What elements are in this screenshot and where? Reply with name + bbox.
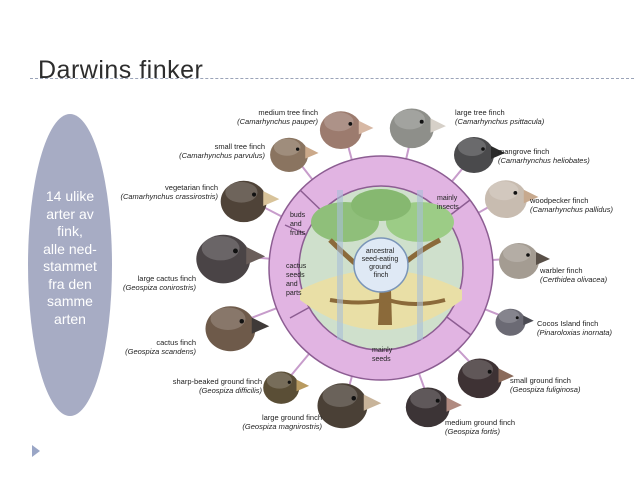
finch-latin-name: (Camarhynchus crassirostris) bbox=[120, 192, 218, 201]
finch-latin-name: (Geospiza magnirostris) bbox=[242, 422, 322, 431]
finch-head-icon bbox=[389, 108, 446, 149]
finch-common-name: cactus finch bbox=[156, 338, 196, 347]
finch-item: cactus finch(Geospiza scandens) bbox=[125, 306, 270, 356]
finch-common-name: large ground finch bbox=[262, 413, 322, 422]
side-caption-line: stammet bbox=[43, 258, 97, 274]
finch-latin-name: (Geospiza fortis) bbox=[445, 427, 501, 436]
finch-head-icon bbox=[454, 137, 505, 173]
finch-latin-name: (Geospiza scandens) bbox=[125, 347, 196, 356]
finch-head-icon bbox=[499, 243, 550, 279]
finch-latin-name: (Geospiza difficilis) bbox=[199, 386, 262, 395]
finch-latin-name: (Camarhynchus psittacula) bbox=[455, 117, 545, 126]
finch-latin-name: (Geospiza conirostris) bbox=[123, 283, 196, 292]
diet-label-seeds: mainly seeds bbox=[372, 347, 394, 363]
finch-latin-name: (Geospiza fuliginosa) bbox=[510, 385, 581, 394]
finch-head-icon bbox=[405, 387, 462, 428]
finch-item: warbler finch(Certhidea olivacea) bbox=[499, 243, 608, 284]
finch-head-icon bbox=[457, 358, 514, 399]
tree-scene bbox=[300, 189, 462, 340]
finch-head-icon bbox=[317, 383, 382, 429]
ancestor-label: ancestral seed-eating ground finch bbox=[362, 248, 401, 279]
finch-common-name: Cocos Island finch bbox=[537, 319, 598, 328]
finch-item: large tree finch(Camarhynchus psittacula… bbox=[389, 108, 545, 149]
finch-common-name: medium tree finch bbox=[258, 108, 318, 117]
side-caption-line: fra den bbox=[48, 275, 92, 292]
slide-title: Darwins finker bbox=[38, 56, 204, 84]
finch-head-icon bbox=[220, 180, 280, 223]
side-caption-line: arten bbox=[54, 310, 86, 327]
finch-common-name: small tree finch bbox=[215, 142, 265, 151]
finch-item: mangrove finch(Camarhynchus heliobates) bbox=[454, 137, 590, 173]
side-caption: 14 ulike arter av fink, alle ned- stamme… bbox=[28, 188, 112, 328]
finch-common-name: small ground finch bbox=[510, 376, 571, 385]
finch-spoke bbox=[246, 305, 281, 321]
ancestor-hub bbox=[353, 237, 409, 293]
finch-head-icon bbox=[196, 234, 266, 284]
side-caption-line: samme bbox=[47, 293, 93, 309]
finch-common-name: mangrove finch bbox=[498, 147, 549, 156]
side-caption-line: alle ned- bbox=[43, 240, 97, 257]
finch-head-icon bbox=[263, 371, 310, 404]
finch-latin-name: (Camarhynchus parvulus) bbox=[179, 151, 265, 160]
finch-head-icon bbox=[484, 180, 539, 219]
finch-common-name: large tree finch bbox=[455, 108, 505, 117]
finch-latin-name: (Camarhynchus pallidus) bbox=[530, 205, 613, 214]
diet-label-buds: buds and fruits bbox=[290, 212, 307, 237]
finch-item: medium ground finch(Geospiza fortis) bbox=[405, 387, 515, 436]
finch-latin-name: (Certhidea olivacea) bbox=[540, 275, 608, 284]
finch-common-name: woodpecker finch bbox=[529, 196, 588, 205]
finch-head-icon bbox=[205, 306, 270, 352]
side-caption-line: 14 ulike bbox=[45, 188, 95, 204]
finch-latin-name: (Camarhynchus pauper) bbox=[237, 117, 318, 126]
finch-item: small tree finch(Camarhynchus parvulus) bbox=[179, 137, 319, 172]
finch-head-icon bbox=[270, 137, 319, 172]
finch-item: Cocos Island finch(Pinaroloxias inornata… bbox=[495, 308, 613, 337]
finch-latin-name: (Pinaroloxias inornata) bbox=[537, 328, 613, 337]
finch-latin-name: (Camarhynchus heliobates) bbox=[498, 156, 590, 165]
finch-common-name: large cactus finch bbox=[138, 274, 196, 283]
finch-head-icon bbox=[495, 308, 534, 336]
footer-arrow-icon bbox=[32, 445, 40, 457]
finch-item: medium tree finch(Camarhynchus pauper) bbox=[237, 108, 374, 150]
side-caption-line: arter av bbox=[46, 205, 94, 222]
side-oval bbox=[28, 114, 112, 416]
finch-common-name: sharp-beaked ground finch bbox=[173, 377, 262, 386]
finch-list: medium tree finch(Camarhynchus pauper) la… bbox=[120, 108, 613, 436]
finch-item: sharp-beaked ground finch(Geospiza diffi… bbox=[173, 371, 310, 404]
finch-common-name: vegetarian finch bbox=[165, 183, 218, 192]
title-rule bbox=[30, 78, 634, 79]
diet-label-insects: mainly insects bbox=[437, 195, 459, 211]
finch-item: large cactus finch(Geospiza conirostris) bbox=[123, 234, 266, 292]
finch-common-name: medium ground finch bbox=[445, 418, 515, 427]
finch-common-name: warbler finch bbox=[539, 266, 583, 275]
finch-head-icon bbox=[319, 111, 374, 150]
finch-item: small ground finch(Geospiza fuliginosa) bbox=[457, 358, 581, 399]
diet-label-cactus: cactus seeds and parts bbox=[286, 263, 308, 297]
finch-item: woodpecker finch(Camarhynchus pallidus) bbox=[484, 180, 613, 219]
finch-item: vegetarian finch(Camarhynchus crassirost… bbox=[120, 180, 280, 223]
finch-spoke bbox=[289, 350, 313, 378]
finch-item: large ground finch(Geospiza magnirostris… bbox=[242, 383, 382, 431]
side-caption-line: fink, bbox=[57, 223, 83, 239]
